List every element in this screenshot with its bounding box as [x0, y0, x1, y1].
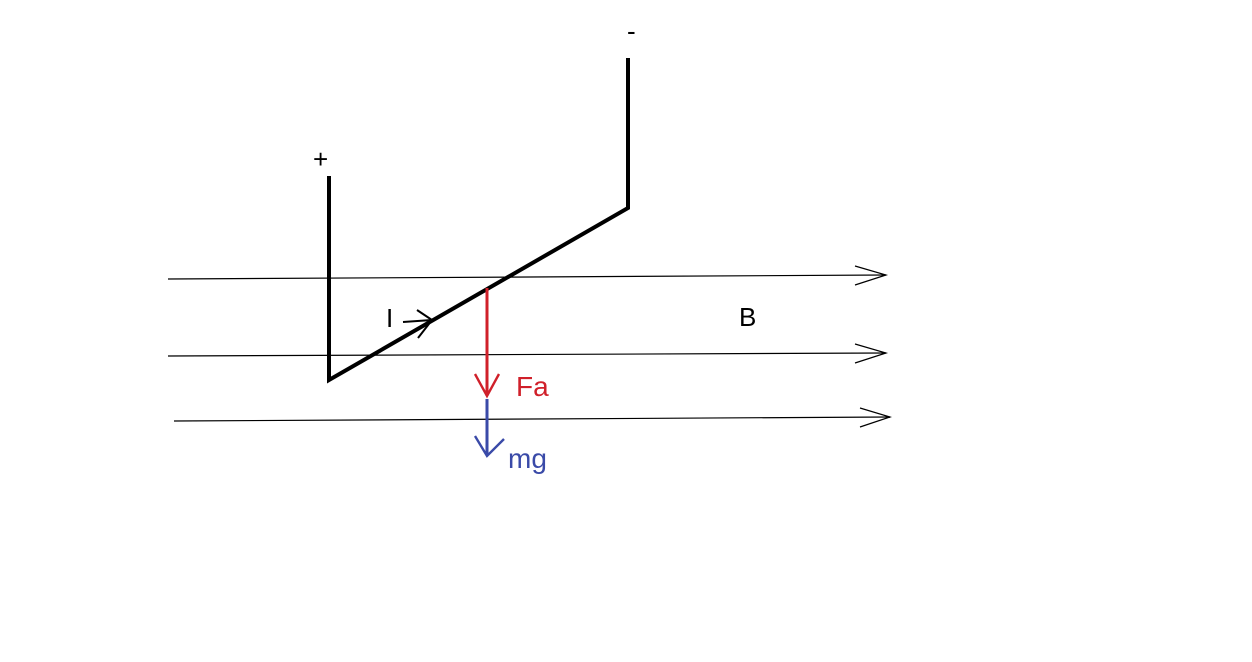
minus-terminal-label: -	[627, 16, 636, 46]
plus-terminal-label: +	[313, 144, 328, 174]
conductor-wire	[327, 58, 630, 384]
ampere-force-arrow	[473, 288, 501, 399]
current-label: I	[386, 303, 393, 333]
weight-arrow	[473, 399, 505, 458]
ampere-force-label: Fa	[516, 371, 549, 402]
field-lines	[167, 265, 892, 428]
weight-label: mg	[508, 443, 547, 474]
field-line-bottom	[173, 407, 892, 428]
current-arrow	[402, 309, 434, 339]
field-line-middle	[167, 343, 889, 364]
field-line-top	[167, 265, 889, 286]
field-label: B	[739, 302, 756, 332]
